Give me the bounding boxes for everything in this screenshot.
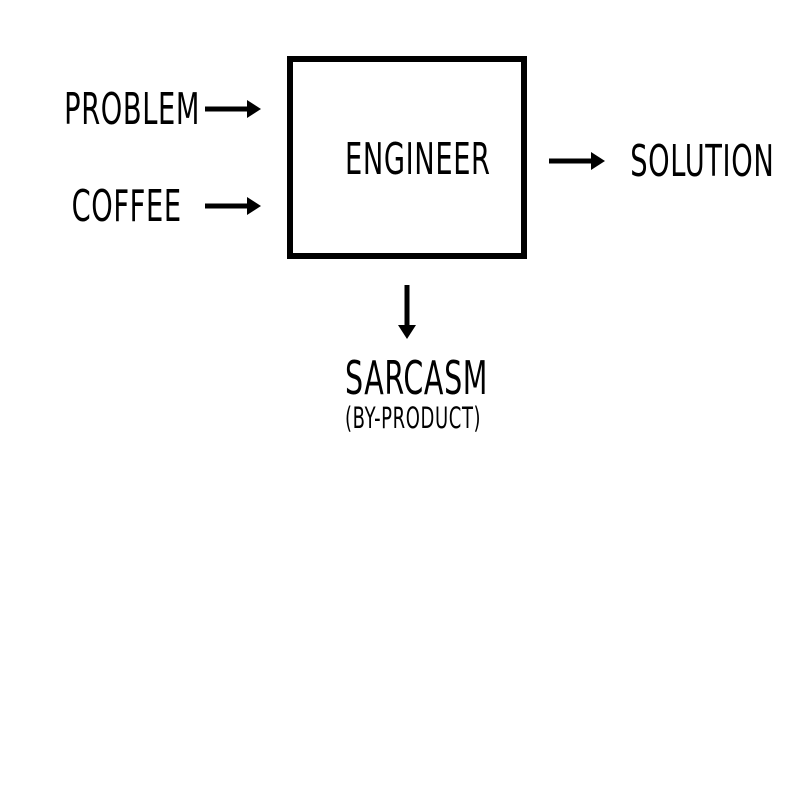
- arrow-right-icon: [205, 197, 261, 215]
- input-label-coffee: COFFEE: [71, 181, 182, 232]
- output-label-solution: SOLUTION: [630, 136, 775, 187]
- process-box: [287, 56, 527, 259]
- byproduct-note: (BY-PRODUCT): [345, 401, 482, 435]
- byproduct-label-sarcasm: SARCASM: [345, 351, 489, 405]
- input-label-problem: PROBLEM: [64, 84, 201, 135]
- arrow-right-icon: [549, 152, 605, 170]
- arrow-right-icon: [205, 100, 261, 118]
- arrow-down-icon: [398, 285, 416, 339]
- process-label-engineer: ENGINEER: [345, 134, 491, 185]
